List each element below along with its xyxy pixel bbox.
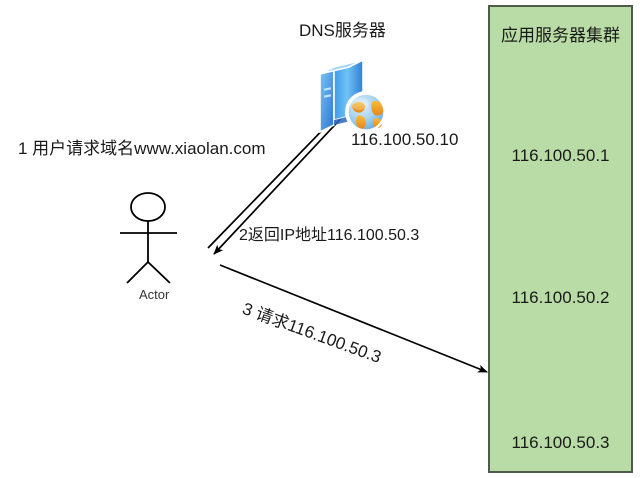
- dns-server-ip: 116.100.50.10: [351, 130, 459, 149]
- cluster-node-3: 116.100.50.3: [490, 431, 631, 453]
- arrow-step-3: [219, 264, 488, 373]
- dns-server-icon: [318, 58, 389, 135]
- arrow-step-2: [213, 111, 348, 255]
- cluster-node-2: 116.100.50.2: [490, 286, 631, 308]
- app-server-cluster-panel: 应用服务器集群 116.100.50.1 116.100.50.2 116.10…: [488, 5, 633, 473]
- cluster-node-1-ip: 116.100.50.1: [511, 146, 610, 165]
- step-2-label: 2返回IP地址116.100.50.3: [239, 227, 420, 244]
- cluster-title: 应用服务器集群: [501, 26, 620, 45]
- step-1-label: 1 用户请求域名www.xiaolan.com: [18, 139, 266, 158]
- cluster-node-2-ip: 116.100.50.2: [511, 288, 610, 307]
- cluster-node-3-ip: 116.100.50.3: [511, 433, 610, 452]
- dns-server-title: DNS服务器: [299, 21, 386, 40]
- arrow-step-1: [207, 112, 340, 249]
- actor-icon: [120, 192, 177, 284]
- actor-label: Actor: [139, 287, 170, 302]
- cluster-node-1: 116.100.50.1: [490, 144, 631, 166]
